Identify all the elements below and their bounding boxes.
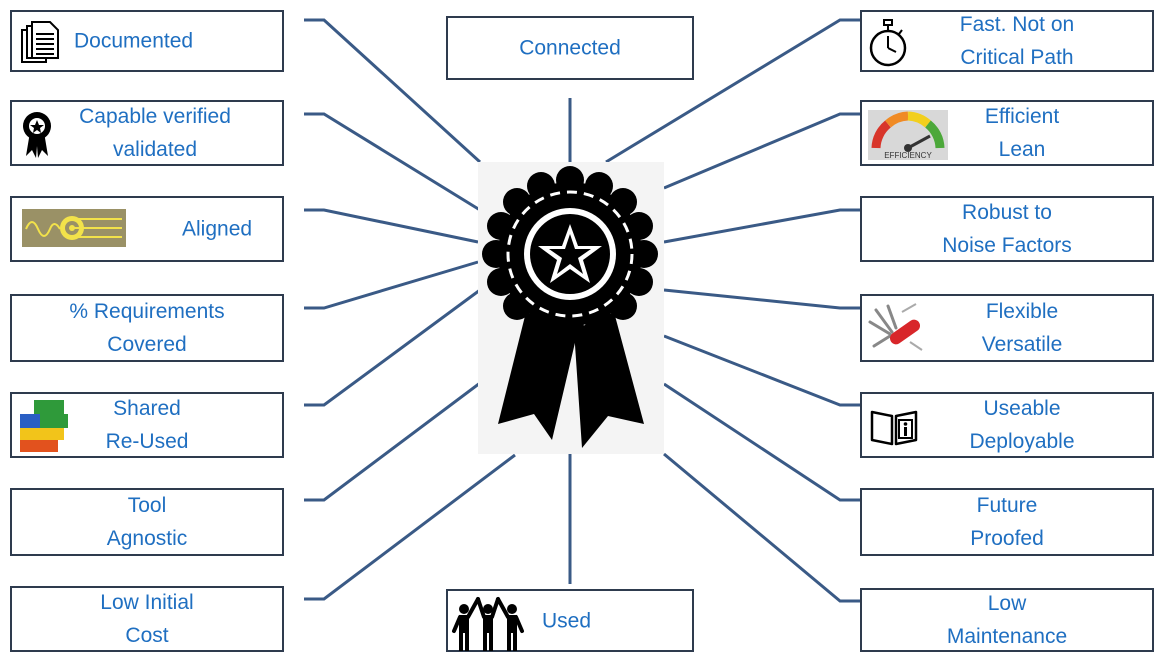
box-aligned: Aligned bbox=[10, 196, 284, 262]
multitool-icon bbox=[868, 303, 923, 351]
connector-documented bbox=[304, 18, 482, 164]
box-documented-label: Documented bbox=[74, 29, 194, 53]
stopwatch-icon bbox=[869, 19, 907, 67]
connector-efficient bbox=[663, 112, 860, 190]
target-arrows-icon bbox=[22, 209, 126, 247]
box-connected-label: Connected bbox=[519, 36, 621, 60]
connector-cost bbox=[304, 453, 516, 601]
team-celebrating-icon bbox=[452, 597, 524, 651]
box-used-label: Used bbox=[542, 609, 592, 632]
connector-useable bbox=[663, 334, 860, 407]
connector-fast bbox=[605, 18, 860, 164]
central-award bbox=[478, 162, 664, 454]
building-blocks-icon bbox=[20, 400, 68, 452]
gauge-label: EFFICIENCY bbox=[884, 151, 932, 160]
connector-tool bbox=[304, 378, 485, 502]
connector-aligned bbox=[304, 208, 479, 244]
box-useable-label: Useable Deployable bbox=[969, 397, 1075, 453]
connector-shared bbox=[304, 288, 481, 407]
connector-maintenance bbox=[663, 452, 860, 603]
box-aligned-label: Aligned bbox=[182, 217, 253, 241]
box-cost: Low Initial Cost bbox=[10, 586, 284, 652]
box-fast-label: Fast. Not on Critical Path bbox=[959, 13, 1075, 69]
box-maintenance-label: Low Maintenance bbox=[946, 592, 1068, 648]
award-ribbon-icon bbox=[482, 166, 658, 448]
box-robust: Robust to Noise Factors bbox=[860, 196, 1154, 262]
box-flexible: Flexible Versatile bbox=[860, 294, 1154, 362]
box-used: Used bbox=[446, 589, 694, 652]
box-useable: Useable Deployable bbox=[860, 392, 1154, 458]
box-capable-label: Capable verified validated bbox=[79, 105, 231, 161]
box-future-label: Future Proofed bbox=[970, 494, 1044, 550]
connector-flexible bbox=[663, 288, 860, 310]
box-flexible-label: Flexible Versatile bbox=[981, 300, 1063, 356]
box-fast: Fast. Not on Critical Path bbox=[860, 10, 1154, 72]
award-medal-icon bbox=[23, 112, 51, 158]
info-manual-icon bbox=[870, 410, 918, 446]
box-maintenance: Low Maintenance bbox=[860, 588, 1154, 652]
box-requirements-label: % Requirements Covered bbox=[69, 300, 225, 356]
box-requirements: % Requirements Covered bbox=[10, 294, 284, 362]
box-documented: Documented bbox=[10, 10, 284, 72]
box-tool: Tool Agnostic bbox=[10, 488, 284, 556]
efficiency-gauge-icon: EFFICIENCY bbox=[868, 110, 948, 160]
box-tool-label: Tool Agnostic bbox=[106, 494, 188, 550]
document-stack-icon bbox=[21, 21, 59, 63]
connector-capable bbox=[304, 112, 481, 212]
connector-future bbox=[663, 382, 860, 502]
box-cost-label: Low Initial Cost bbox=[100, 591, 194, 647]
box-efficient: EFFICIENCY Efficient Lean bbox=[860, 100, 1154, 166]
box-shared-label: Shared Re-Used bbox=[105, 397, 189, 453]
box-future: Future Proofed bbox=[860, 488, 1154, 556]
box-capable: Capable verified validated bbox=[10, 100, 284, 166]
box-connected: Connected bbox=[446, 16, 694, 80]
connector-requirements bbox=[304, 260, 479, 310]
connector-robust bbox=[663, 208, 860, 244]
ribbon-right bbox=[574, 312, 644, 448]
box-shared: Shared Re-Used bbox=[10, 392, 284, 458]
box-robust-label: Robust to Noise Factors bbox=[942, 201, 1072, 257]
box-efficient-label: Efficient Lean bbox=[984, 105, 1060, 161]
ribbon-left bbox=[498, 312, 578, 440]
